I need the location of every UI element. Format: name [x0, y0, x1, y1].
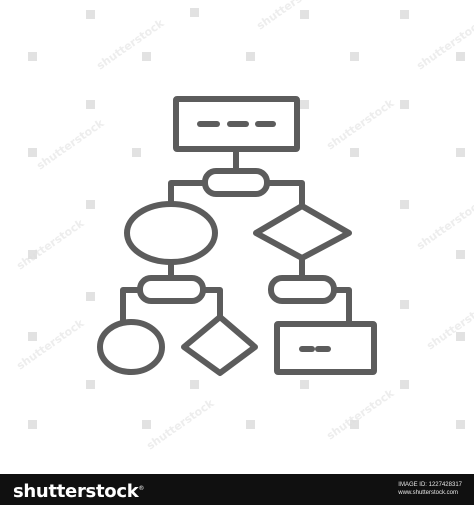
- split-pill-left: [137, 275, 206, 304]
- branch-left-left: [120, 287, 143, 325]
- branch-right-top: [264, 180, 305, 209]
- branch-left-right: [200, 287, 223, 320]
- flowchart-icon: [97, 96, 377, 376]
- decision-ellipse-left: [124, 201, 218, 265]
- decision-diamond-right: [253, 203, 352, 261]
- site-url: www.shutterstock.com: [398, 490, 458, 496]
- branch-right-right: [331, 287, 352, 327]
- terminal-ellipse: [97, 319, 165, 375]
- bottom-process-box: [274, 321, 377, 375]
- brand-name: shutterstock: [13, 481, 139, 502]
- small-diamond: [181, 314, 258, 376]
- brand-logo[interactable]: shutterstock®: [13, 479, 144, 502]
- split-pill-top: [202, 168, 270, 197]
- footer-bar: shutterstock® IMAGE ID: 1227428317 www.s…: [0, 474, 474, 505]
- branch-left-top: [168, 180, 208, 207]
- image-meta: IMAGE ID: 1227428317 www.shutterstock.co…: [398, 481, 462, 497]
- split-pill-right: [268, 275, 337, 304]
- brand-mark: ®: [138, 485, 145, 492]
- image-id: IMAGE ID: 1227428317: [398, 482, 462, 488]
